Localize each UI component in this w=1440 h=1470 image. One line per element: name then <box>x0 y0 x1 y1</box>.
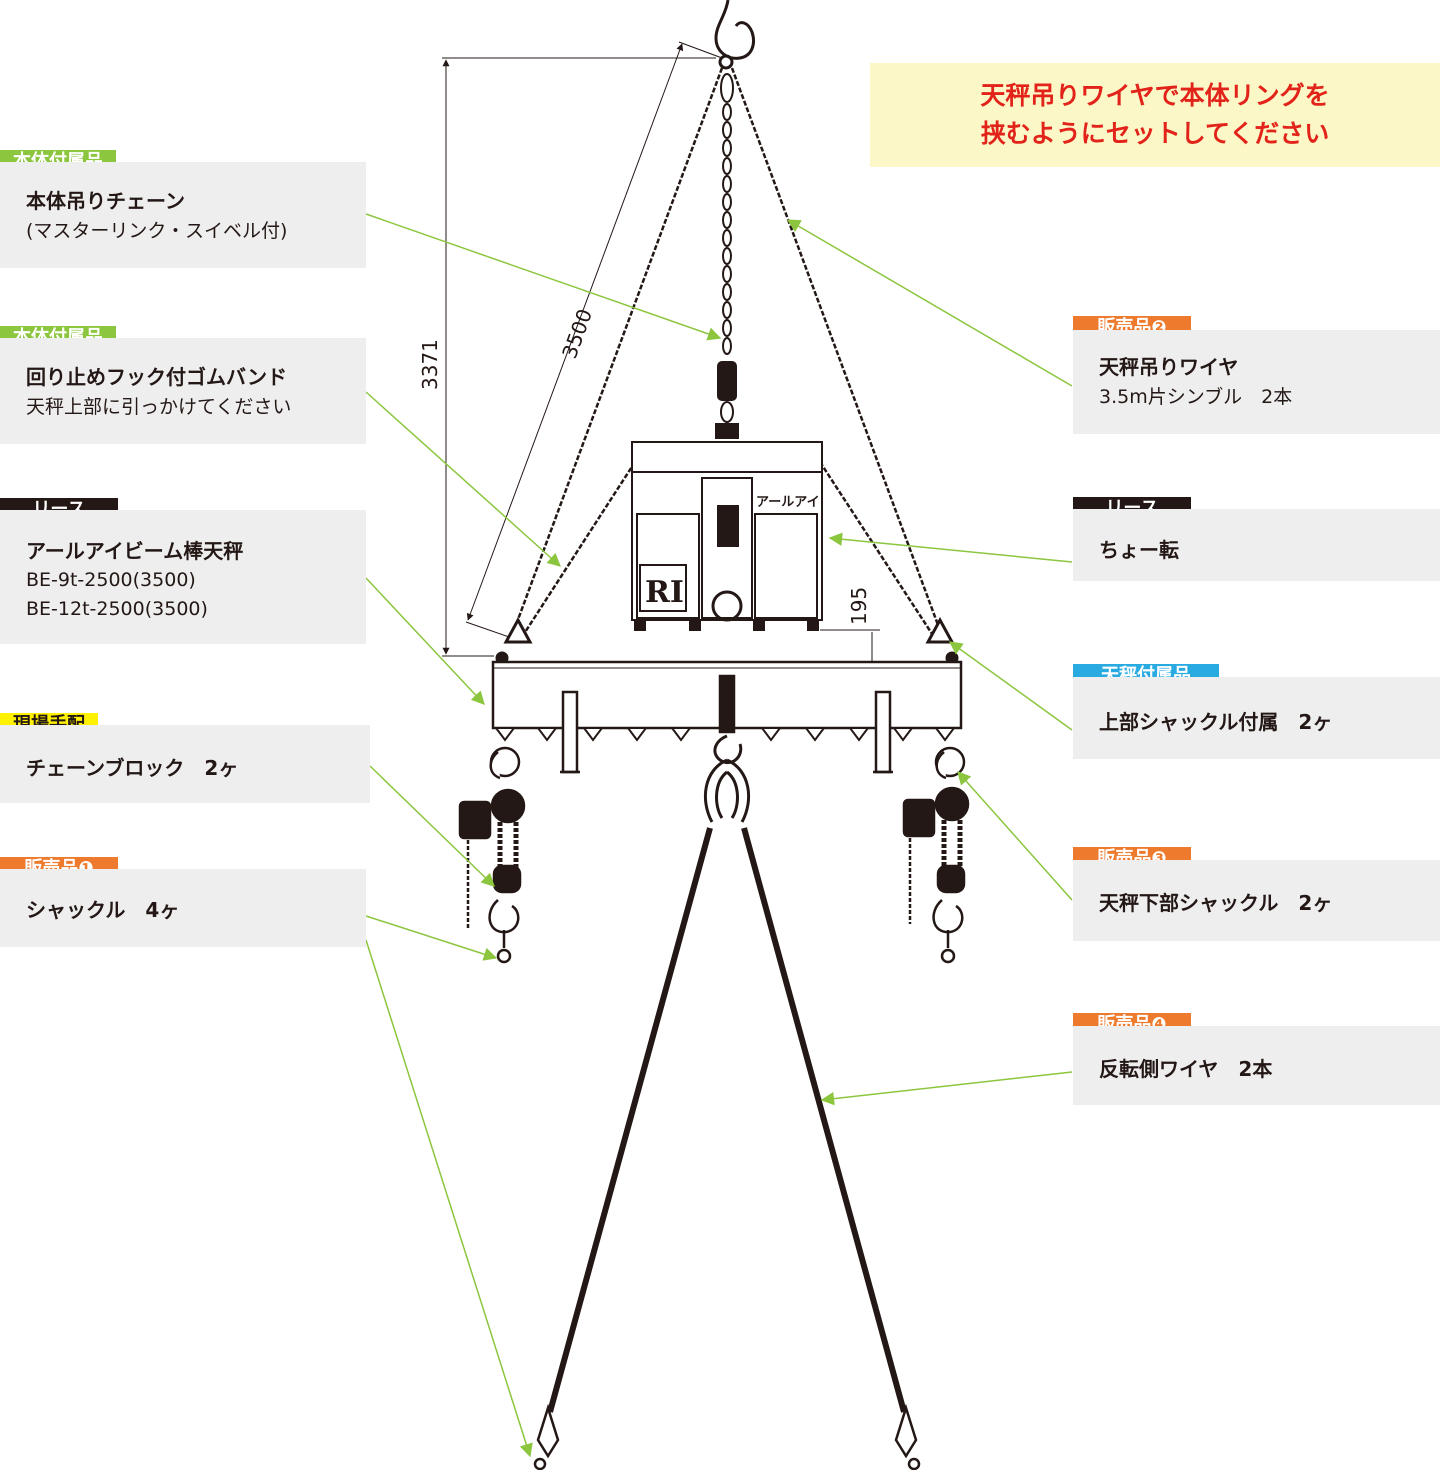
leader-body-chain <box>365 213 722 341</box>
logo-ri: RI <box>645 575 684 610</box>
callout-title: 上部シャックル付属 2ヶ <box>1099 710 1333 734</box>
callout-reverse-wire: 反転側ワイヤ 2本 <box>1073 1026 1440 1105</box>
callout-title: 回り止めフック付ゴムバンド <box>26 365 287 389</box>
dimension-wire-length-label: 3500 <box>557 306 597 362</box>
beam <box>491 660 963 774</box>
callout-body-chain: 本体吊りチェーン (マスターリンク・スイベル付) <box>0 162 366 268</box>
dimension-height-label: 3371 <box>418 339 442 390</box>
leader-rubber-band <box>365 391 562 567</box>
callout-title: アールアイビーム棒天秤 <box>26 539 244 563</box>
chain-block-right <box>902 746 970 964</box>
beam-lugs <box>494 727 956 742</box>
callout-shackle: シャックル 4ヶ <box>0 869 366 947</box>
leader-beam <box>365 577 485 705</box>
callout-sub: (マスターリンク・スイベル付) <box>26 220 288 242</box>
callout-balance-wire: 天秤吊りワイヤ 3.5m片シンブル 2本 <box>1073 330 1440 434</box>
dimension-clearance <box>820 629 880 664</box>
balance-wires <box>514 67 940 641</box>
center-hook <box>703 734 751 823</box>
callout-rubber-band: 回り止めフック付ゴムバンド 天秤上部に引っかけてください <box>0 338 366 444</box>
body-chain <box>715 73 739 439</box>
housing <box>631 441 823 631</box>
leader-shackle-1 <box>365 915 498 961</box>
notice-line-1: 天秤吊りワイヤで本体リングを <box>980 81 1330 110</box>
callout-chooten: ちょー転 <box>1073 509 1440 581</box>
leader-upper-shackle <box>948 641 1073 731</box>
leader-reverse-wire <box>820 1071 1073 1106</box>
callout-title: 天秤下部シャックル 2ヶ <box>1099 891 1333 915</box>
callout-chain-block: チェーンブロック 2ヶ <box>0 725 370 803</box>
crane-hook <box>714 0 755 70</box>
leader-chooten <box>828 532 1073 563</box>
callout-beam: アールアイビーム棒天秤 BE-9t-2500(3500) BE-12t-2500… <box>0 510 366 644</box>
callout-title: 本体吊りチェーン <box>26 189 185 213</box>
chain-block-left <box>458 746 526 964</box>
leader-shackle-2 <box>365 939 533 1458</box>
dimension-wire-length <box>465 41 723 639</box>
dimension-clearance-label: 195 <box>847 587 871 625</box>
callout-title: ちょー転 <box>1099 538 1179 562</box>
callout-lower-shackle: 天秤下部シャックル 2ヶ <box>1073 860 1440 941</box>
leader-balance-wire <box>786 219 1073 387</box>
notice-line-2: 挟むようにセットしてください <box>980 119 1330 148</box>
callout-sub-2: BE-12t-2500(3500) <box>26 598 208 620</box>
wire-end-fittings <box>533 1403 921 1470</box>
callout-title: 天秤吊りワイヤ <box>1099 355 1239 379</box>
callout-upper-shackle: 上部シャックル付属 2ヶ <box>1073 677 1440 759</box>
callout-sub: 天秤上部に引っかけてください <box>26 396 292 418</box>
callout-title: 反転側ワイヤ 2本 <box>1099 1057 1273 1081</box>
notice-box: 天秤吊りワイヤで本体リングを 挟むようにセットしてください <box>870 63 1440 167</box>
callout-sub: BE-9t-2500(3500) <box>26 569 196 591</box>
leader-lower-shackle <box>957 770 1073 901</box>
leader-lines <box>365 213 1073 1458</box>
callout-sub: 3.5m片シンブル 2本 <box>1099 386 1293 408</box>
leader-chain-block <box>369 765 495 887</box>
upper-shackles <box>495 616 959 665</box>
reverse-wires <box>547 827 907 1413</box>
callout-title: チェーンブロック 2ヶ <box>26 756 239 780</box>
logo-katakana: アールアイ <box>756 495 820 510</box>
callout-title: シャックル 4ヶ <box>26 898 180 922</box>
